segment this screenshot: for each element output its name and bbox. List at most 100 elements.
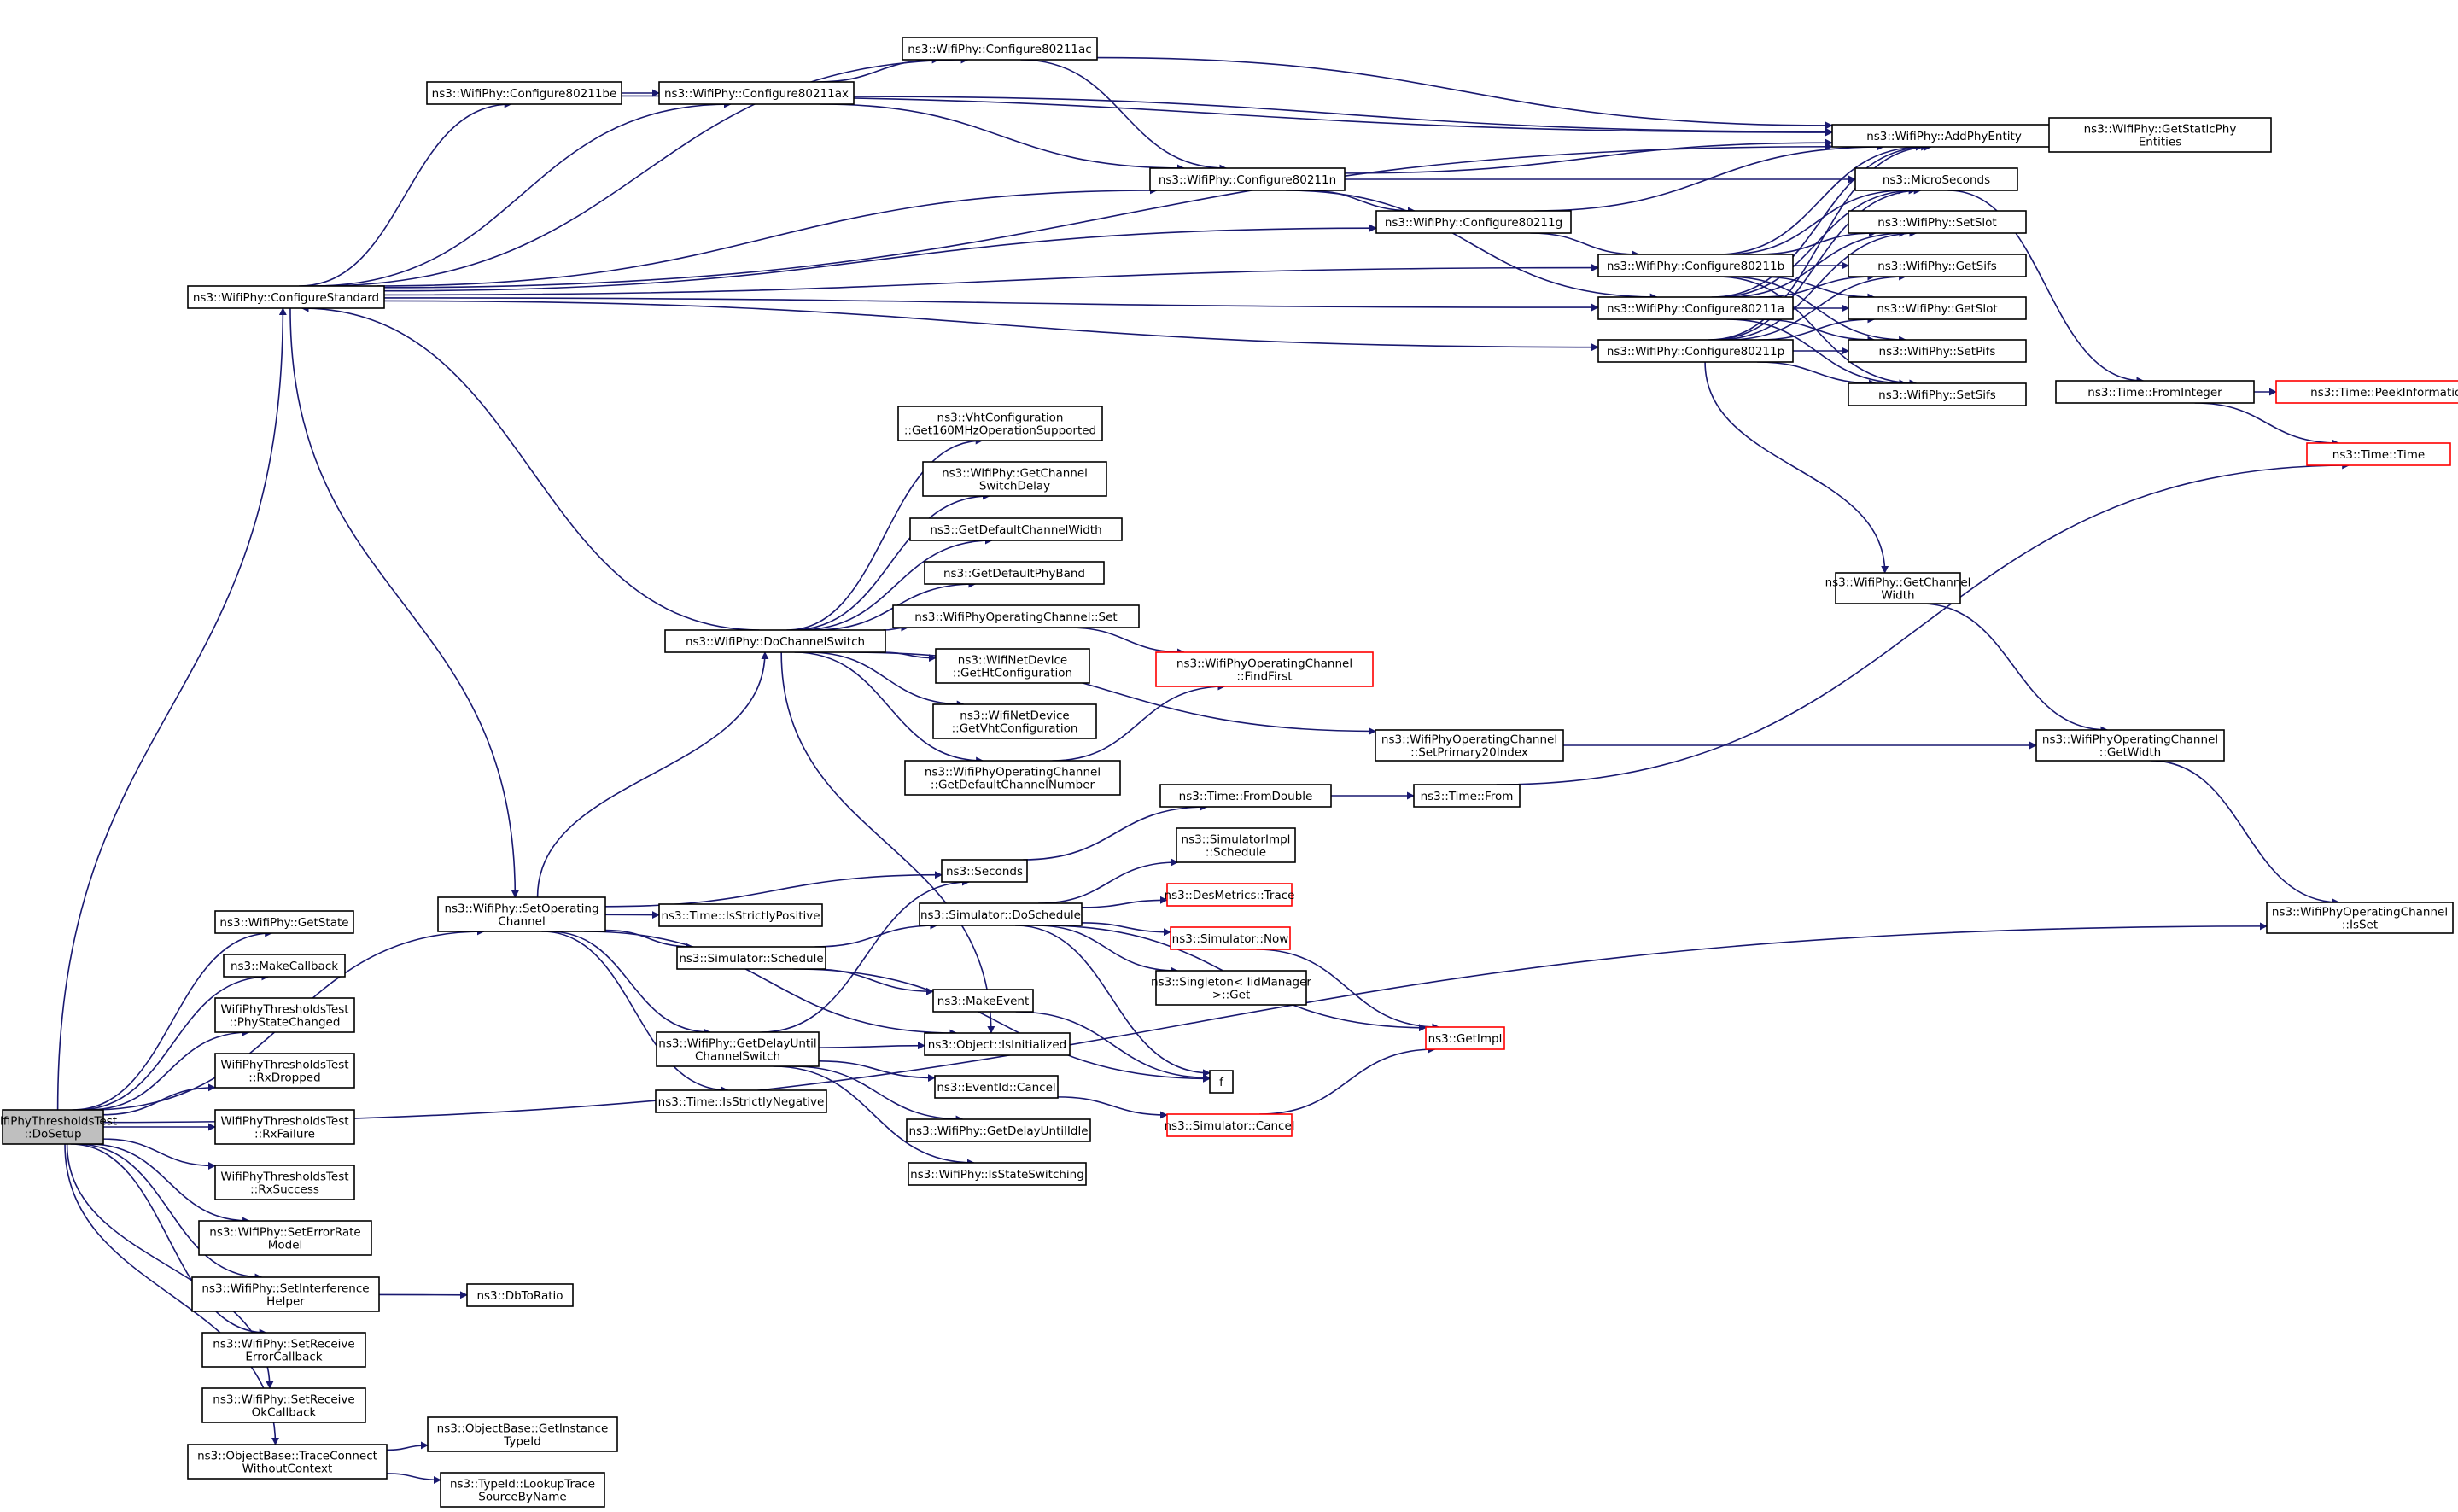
node-box — [1375, 729, 1564, 762]
graph-node-peekinfo[interactable]: ns3::Time::PeekInformation — [2275, 380, 2458, 404]
graph-node-opisset[interactable]: ns3::WifiPhyOperatingChannel::IsSet — [2266, 902, 2454, 934]
node-box — [908, 1162, 1087, 1186]
graph-node-getdelayidle[interactable]: ns3::WifiPhy::GetDelayUntilIdle — [906, 1118, 1091, 1142]
graph-node-seconds[interactable]: ns3::Seconds — [941, 859, 1028, 883]
graph-node-getdefband[interactable]: ns3::GetDefaultPhyBand — [924, 561, 1105, 585]
edge-c80211ax-to-c80211ac — [817, 55, 940, 83]
node-label: ns3::WifiPhy::SetPifs — [1879, 345, 1996, 359]
graph-node-phystate[interactable]: WifiPhyThresholdsTest::PhyStateChanged — [214, 997, 355, 1033]
graph-node-c80211g[interactable]: ns3::WifiPhy::Configure80211g — [1375, 210, 1572, 234]
node-label: Channel — [498, 915, 545, 929]
edge-configstd-to-c80211b — [383, 264, 1599, 296]
graph-node-dbtoratio[interactable]: ns3::DbToRatio — [466, 1283, 574, 1307]
node-label: ns3::WifiPhy::SetReceive — [213, 1393, 354, 1407]
graph-node-eventcancel[interactable]: ns3::EventId::Cancel — [934, 1075, 1059, 1099]
graph-node-fromdouble[interactable]: ns3::Time::FromDouble — [1159, 784, 1332, 808]
graph-node-setprimary[interactable]: ns3::WifiPhyOperatingChannel::SetPrimary… — [1375, 729, 1564, 762]
graph-node-rxdropped[interactable]: WifiPhyThresholdsTest::RxDropped — [214, 1053, 355, 1089]
edge-dosetup-to-setinterf — [76, 1143, 263, 1281]
graph-node-findfirst[interactable]: ns3::WifiPhyOperatingChannel::FindFirst — [1155, 651, 1374, 687]
graph-node-vht160[interactable]: ns3::VhtConfiguration::Get160MHzOperatio… — [897, 406, 1103, 441]
graph-node-simdoschedule[interactable]: ns3::Simulator::DoSchedule — [919, 902, 1083, 926]
node-box — [440, 1472, 605, 1508]
graph-node-c80211p[interactable]: ns3::WifiPhy::Configure80211p — [1597, 339, 1794, 363]
graph-node-rxsuccess[interactable]: WifiPhyThresholdsTest::RxSuccess — [214, 1165, 355, 1200]
node-label: Model — [268, 1239, 303, 1252]
graph-node-getvht[interactable]: ns3::WifiNetDevice::GetVhtConfiguration — [932, 703, 1097, 739]
node-box — [924, 1032, 1071, 1056]
graph-node-f[interactable]: f — [1209, 1070, 1234, 1094]
graph-node-dosetup[interactable]: WifiPhyThresholdsTest::DoSetup — [0, 1109, 117, 1145]
graph-node-makeevent[interactable]: ns3::MakeEvent — [932, 989, 1034, 1013]
graph-node-isinit[interactable]: ns3::Object::IsInitialized — [924, 1032, 1071, 1056]
node-label: ns3::Seconds — [946, 865, 1023, 879]
graph-node-isstateswitch[interactable]: ns3::WifiPhy::IsStateSwitching — [908, 1162, 1087, 1186]
edge-c80211n-to-c80211a — [1286, 190, 1658, 301]
node-label: ns3::WifiPhy::IsStateSwitching — [910, 1168, 1084, 1182]
graph-node-rxfailure[interactable]: WifiPhyThresholdsTest::RxFailure — [214, 1109, 355, 1145]
graph-node-c80211ac[interactable]: ns3::WifiPhy::Configure80211ac — [902, 37, 1098, 61]
edge-c80211p-to-addphy — [1708, 143, 1932, 341]
node-box — [1848, 339, 2027, 363]
node-box — [437, 896, 606, 932]
edge-getdelaychan-to-isinit — [818, 1042, 925, 1050]
graph-node-c80211a[interactable]: ns3::WifiPhy::Configure80211a — [1597, 296, 1794, 320]
graph-node-c80211b[interactable]: ns3::WifiPhy::Configure80211b — [1597, 254, 1794, 277]
node-label: Helper — [266, 1295, 305, 1309]
graph-node-getstate[interactable]: ns3::WifiPhy::GetState — [214, 910, 354, 934]
node-label: WifiPhyThresholdsTest — [220, 1170, 348, 1184]
graph-node-microseconds[interactable]: ns3::MicroSeconds — [1854, 167, 2018, 191]
graph-node-opgetwidth[interactable]: ns3::WifiPhyOperatingChannel::GetWidth — [2035, 729, 2225, 762]
graph-node-setpifs[interactable]: ns3::WifiPhy::SetPifs — [1848, 339, 2027, 363]
node-label: ns3::WifiPhy::DoChannelSwitch — [686, 635, 865, 649]
node-label: TypeId — [503, 1435, 541, 1449]
graph-node-simimplsched[interactable]: ns3::SimulatorImpl::Schedule — [1176, 827, 1296, 863]
graph-node-makecallback[interactable]: ns3::MakeCallback — [223, 954, 346, 978]
graph-node-opset[interactable]: ns3::WifiPhyOperatingChannel::Set — [892, 604, 1140, 628]
graph-node-simschedule[interactable]: ns3::Simulator::Schedule — [676, 946, 826, 970]
graph-node-frominteger[interactable]: ns3::Time::FromInteger — [2055, 380, 2255, 404]
graph-node-simnow[interactable]: ns3::Simulator::Now — [1170, 926, 1291, 950]
graph-node-getdefnum[interactable]: ns3::WifiPhyOperatingChannel::GetDefault… — [904, 760, 1121, 796]
graph-node-getslot[interactable]: ns3::WifiPhy::GetSlot — [1848, 296, 2027, 320]
graph-node-dochanswitch[interactable]: ns3::WifiPhy::DoChannelSwitch — [664, 629, 886, 653]
graph-node-isstrictpos[interactable]: ns3::Time::IsStrictlyPositive — [658, 903, 823, 927]
graph-node-getsifs[interactable]: ns3::WifiPhy::GetSifs — [1848, 254, 2027, 277]
graph-node-simcancel[interactable]: ns3::Simulator::Cancel — [1164, 1113, 1295, 1137]
node-box — [658, 81, 855, 105]
node-label: ns3::Simulator::Schedule — [679, 952, 823, 966]
graph-node-setslot[interactable]: ns3::WifiPhy::SetSlot — [1848, 210, 2027, 234]
graph-node-singleton[interactable]: ns3::Singleton< IidManager>::Get — [1151, 970, 1311, 1006]
graph-node-getimpl[interactable]: ns3::GetImpl — [1425, 1026, 1505, 1050]
graph-node-configstd[interactable]: ns3::WifiPhy::ConfigureStandard — [187, 285, 385, 309]
graph-node-traceconnect[interactable]: ns3::ObjectBase::TraceConnectWithoutCont… — [187, 1444, 388, 1480]
graph-node-c80211n[interactable]: ns3::WifiPhy::Configure80211n — [1149, 167, 1346, 191]
edge-setopchan-to-getdelaychan — [549, 931, 711, 1036]
graph-node-timefrom[interactable]: ns3::Time::From — [1413, 784, 1521, 808]
graph-node-getdefwidth[interactable]: ns3::GetDefaultChannelWidth — [909, 517, 1123, 541]
graph-node-desmetrics[interactable]: ns3::DesMetrics::Trace — [1165, 883, 1295, 907]
graph-node-getht[interactable]: ns3::WifiNetDevice::GetHtConfiguration — [935, 648, 1090, 684]
node-label: ns3::WifiPhy::Configure80211b — [1607, 260, 1784, 273]
graph-node-addphy[interactable]: ns3::WifiPhy::AddPhyEntity — [1831, 124, 2057, 148]
graph-node-c80211ax[interactable]: ns3::WifiPhy::Configure80211ax — [658, 81, 855, 105]
edge-setopchan-to-dochanswitch — [536, 651, 769, 898]
edge-frominteger-to-timetime — [2194, 402, 2340, 447]
graph-node-setsifs[interactable]: ns3::WifiPhy::SetSifs — [1848, 382, 2027, 406]
node-label: ns3::GetDefaultPhyBand — [943, 567, 1085, 581]
graph-node-timetime[interactable]: ns3::Time::Time — [2306, 442, 2451, 466]
edge-c80211g-to-addphy — [1533, 143, 1884, 212]
graph-node-c80211be[interactable]: ns3::WifiPhy::Configure80211be — [426, 81, 622, 105]
graph-node-isstrictneg[interactable]: ns3::Time::IsStrictlyNegative — [655, 1089, 827, 1113]
